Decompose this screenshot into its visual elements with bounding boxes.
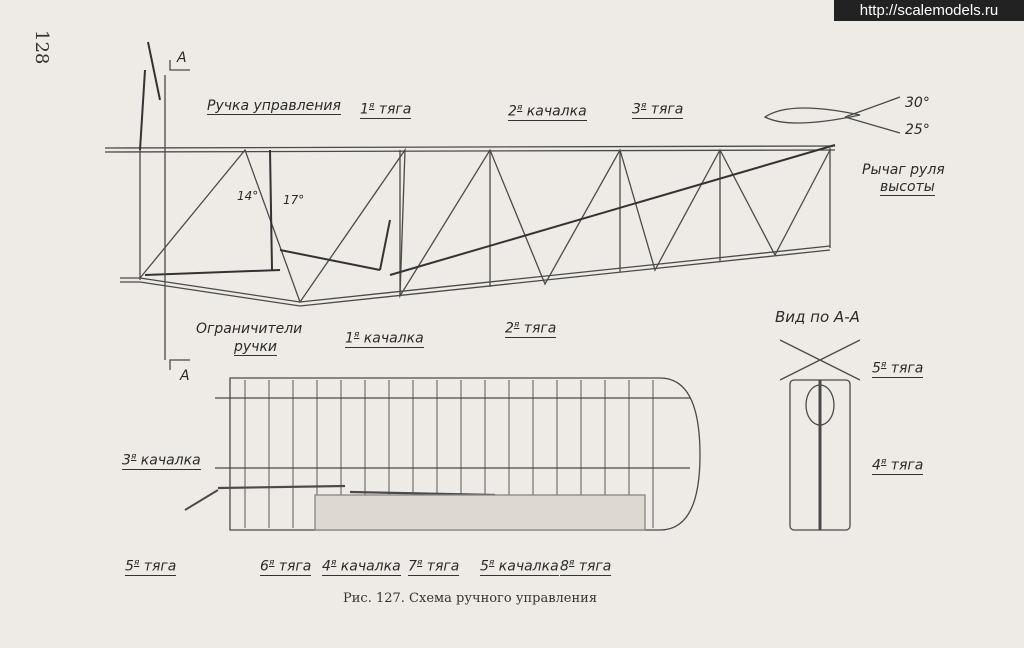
label-rod-7: 7я тяга: [408, 555, 460, 576]
fuselage-truss: [104, 145, 836, 307]
view-aa-drawing: [779, 339, 861, 531]
label-angle-up: 30°: [905, 95, 930, 111]
label-angle-aft: 17°: [283, 193, 305, 207]
page-number: 128: [31, 30, 52, 65]
label-rod-2: 2я тяга: [505, 317, 557, 338]
label-rod-4: 4я тяга: [872, 454, 924, 475]
label-rod-1: 1я тяга: [360, 98, 412, 119]
label-limiters-2: ручки: [234, 339, 277, 356]
label-section-top: A: [177, 50, 187, 66]
section-marks: [164, 60, 190, 370]
label-angle-down: 25°: [905, 122, 930, 138]
label-bellcrank-3: 3я качалка: [122, 449, 201, 470]
label-elevator-horn-1: Рычаг руля: [862, 162, 945, 178]
label-limiters-1: Ограничители: [196, 321, 303, 337]
label-elevator-horn-2: высоты: [880, 179, 935, 196]
label-view-aa: Вид по А-А: [775, 308, 860, 326]
label-rod-5: 5я тяга: [125, 555, 177, 576]
wing-planform: [184, 377, 701, 531]
label-stick: Ручка управления: [207, 98, 341, 115]
label-angle-fwd: 14°: [237, 189, 259, 203]
label-bellcrank-4: 4я качалка: [322, 555, 401, 576]
label-bellcrank-2: 2я качалка: [508, 100, 587, 121]
label-rod-6: 6я тяга: [260, 555, 312, 576]
label-section-bottom: A: [180, 368, 190, 384]
label-bellcrank-5: 5я качалка: [480, 555, 559, 576]
figure-caption: Рис. 127. Схема ручного управления: [343, 591, 598, 606]
label-rod-3: 3я тяга: [632, 98, 684, 119]
label-bellcrank-1: 1я качалка: [345, 327, 424, 348]
watermark: http://scalemodels.ru: [834, 0, 1024, 21]
label-rod-8: 8я тяга: [560, 555, 612, 576]
elevator-profile: [763, 96, 901, 134]
label-rod-5-aa: 5я тяга: [872, 357, 924, 378]
control-linkage: [139, 41, 836, 276]
